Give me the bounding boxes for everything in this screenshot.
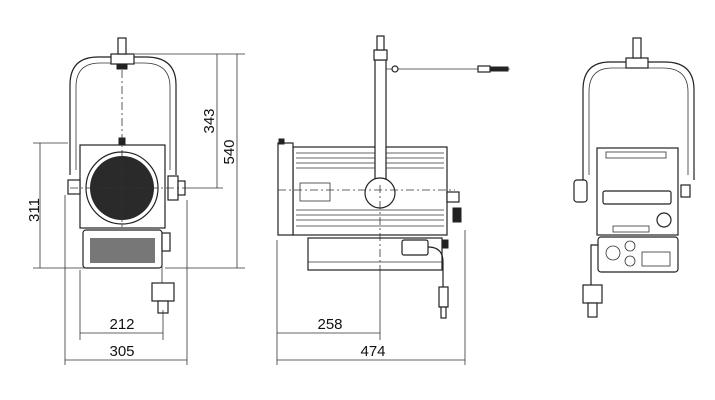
dim-212-label: 212	[109, 316, 134, 333]
dim-343-label: 343	[201, 108, 218, 133]
dim-258-label: 258	[317, 316, 342, 333]
dim-305-label: 305	[109, 343, 134, 360]
dim-311-label: 311	[26, 198, 43, 222]
dim-540-label: 540	[221, 139, 238, 164]
front-dimensions	[33, 53, 245, 365]
side-view	[277, 35, 510, 319]
dim-474-label: 474	[360, 343, 385, 360]
front-view	[67, 37, 190, 314]
side-dimensions	[276, 230, 466, 365]
rear-view	[573, 37, 695, 318]
